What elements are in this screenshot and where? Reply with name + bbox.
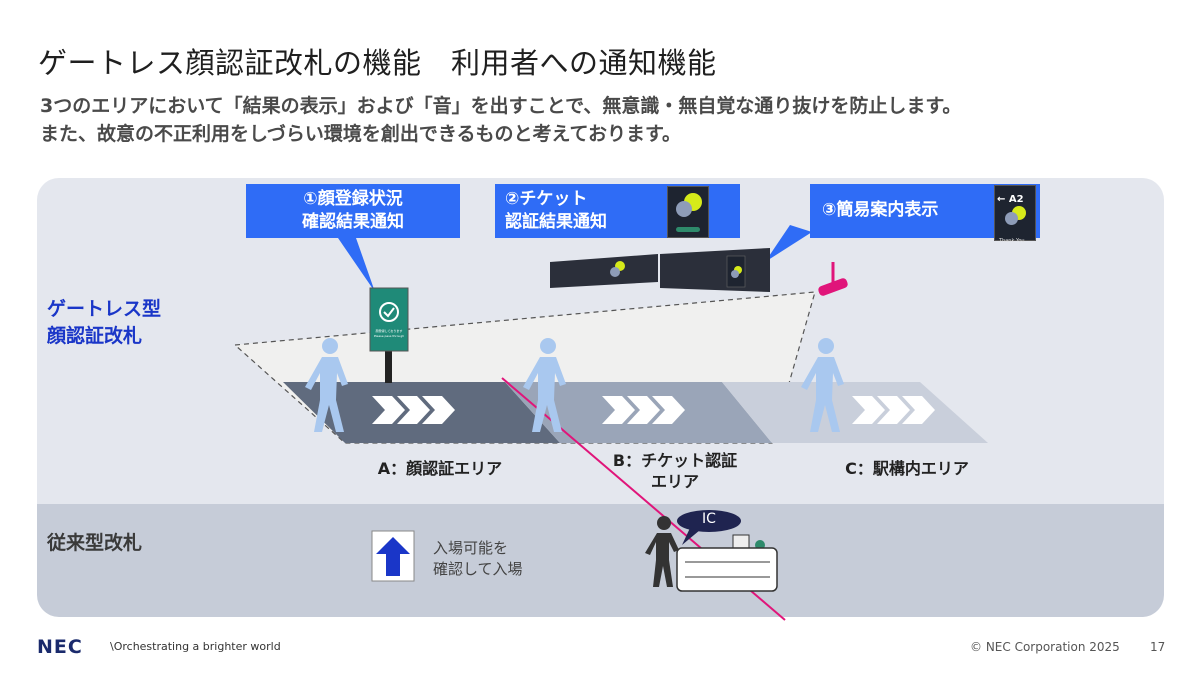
area-b-label: B：チケット認証 エリア (612, 451, 738, 491)
check-icon (379, 302, 399, 322)
ic-bubble (677, 510, 741, 532)
area-a-label: A：顔認証エリア (377, 459, 503, 478)
area-c-label: C：駅構内エリア (845, 459, 969, 478)
sign-post (385, 350, 392, 383)
person-icon-a (305, 338, 348, 432)
ceiling-display-1 (550, 254, 658, 288)
chevrons-c (852, 396, 935, 424)
person-icon-b (523, 338, 566, 432)
legacy-panel (37, 504, 1164, 617)
subtitle-line-2: また、故意の不正利用をしづらい環境を創出できるものと考えております。 (40, 123, 682, 145)
gateless-label: ゲートレス型 顔認証改札 (47, 298, 162, 347)
callout-guidance: ③簡易案内表示 ← A2 Thank You (810, 184, 1040, 244)
page-number: 17 (1150, 640, 1166, 654)
gate-sign-caption: 顔登録しております Please pass through (373, 329, 405, 338)
chevrons-b (602, 396, 685, 424)
speaker-device (818, 278, 848, 296)
ticket-screen-icon (667, 186, 709, 238)
callout-1-pointer (338, 238, 375, 292)
person-icon-c (801, 338, 844, 432)
legacy-label: 従来型改札 (47, 532, 143, 554)
person-icon-legacy (645, 516, 679, 587)
footer-tagline: \Orchestrating a brighter world (110, 640, 281, 653)
ic-label: IC (702, 511, 716, 527)
callout-face-registration: ①顔登録状況 確認結果通知 (246, 184, 460, 238)
gate-sign (369, 287, 409, 352)
subtitle-line-1: 3つのエリアにおいて「結果の表示」および「音」を出すことで、無意識・無自覚な通り… (40, 95, 962, 117)
enter-caption: 入場可能を 確認して入場 (433, 539, 523, 578)
footer-copyright: © NEC Corporation 2025 (970, 640, 1120, 654)
callout-3-pointer (765, 225, 812, 262)
nec-logo: NEC (37, 636, 83, 658)
ticket-gate (676, 547, 778, 592)
ceiling-display-2 (660, 248, 770, 292)
chevrons-a (372, 396, 455, 424)
page-title: ゲートレス顔認証改札の機能 利用者への通知機能 (38, 46, 717, 80)
guidance-screen-icon: ← A2 Thank You (994, 185, 1036, 244)
callout-ticket-auth: ②チケット 認証結果通知 (495, 184, 740, 238)
